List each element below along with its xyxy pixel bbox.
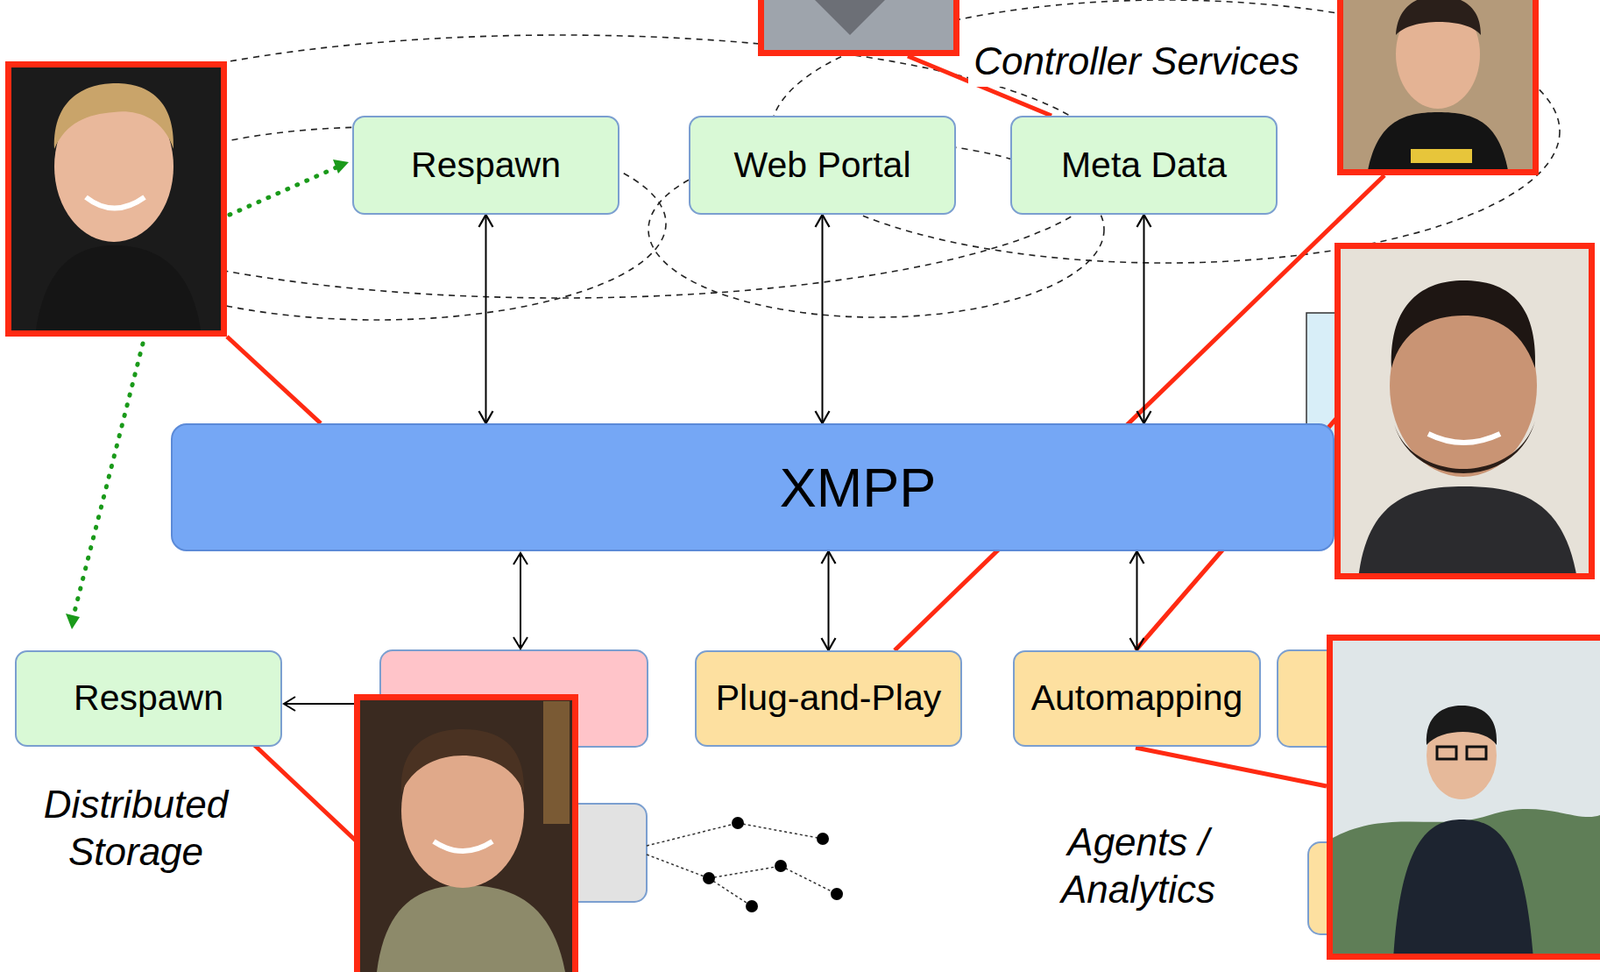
connector-arrow — [1137, 214, 1152, 424]
arrow-head — [479, 214, 494, 424]
arrow-head — [815, 214, 830, 424]
portrait-photo — [353, 693, 579, 972]
node-text: Plug-and-Play — [715, 677, 942, 719]
node-text: Respawn — [410, 144, 561, 186]
agent-box: Plug-and-Play — [694, 650, 963, 747]
tree-graph — [646, 816, 843, 913]
node-text: Respawn — [73, 677, 224, 719]
service-box: Web Portal — [688, 115, 956, 215]
connector-line — [485, 214, 488, 424]
region-label-patch: Distributed Storage — [26, 778, 246, 877]
node-text: Meta Data — [1061, 144, 1227, 186]
connector-arrow — [1130, 551, 1145, 651]
agent-box: Automapping — [1012, 650, 1261, 747]
service-box: Respawn — [352, 115, 620, 215]
connector-line — [828, 551, 830, 651]
message-bus: XMPP — [170, 423, 1335, 552]
arrow-head — [1130, 551, 1145, 651]
portrait-photo — [757, 0, 960, 57]
storage-box: Respawn — [14, 650, 283, 747]
connector-line — [1143, 214, 1146, 424]
layout-arrow — [283, 552, 528, 711]
region-label-patch: Controller Services — [968, 35, 1305, 87]
region-label: Agents / Analytics — [1061, 820, 1216, 911]
portrait-photo — [5, 61, 227, 337]
region-label: Distributed Storage — [43, 782, 228, 873]
portrait-photo — [1337, 0, 1539, 176]
arrow-head — [821, 551, 836, 651]
connector-arrow — [815, 214, 830, 424]
node-text: XMPP — [779, 455, 937, 519]
region-label-patch: Agents / Analytics — [1024, 816, 1253, 914]
region-label: Controller Services — [973, 39, 1300, 83]
connector-line — [821, 214, 824, 424]
cloud-outline — [8, 0, 1560, 320]
arrow-head — [1137, 214, 1152, 424]
node-text: Automapping — [1031, 677, 1244, 719]
node-text: Web Portal — [733, 144, 911, 186]
connector-arrow — [821, 551, 836, 651]
portrait-photo — [1326, 634, 1600, 960]
service-box: Meta Data — [1010, 115, 1278, 215]
connector-line — [1136, 551, 1139, 651]
connector-arrow — [479, 214, 494, 424]
portrait-photo — [1334, 242, 1595, 580]
